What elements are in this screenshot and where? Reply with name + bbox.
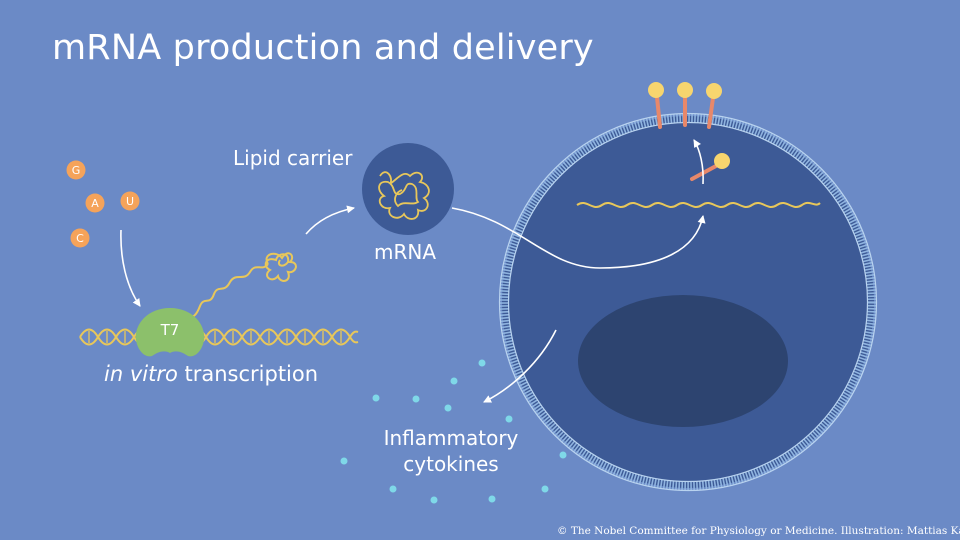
nucleotide-u-label: U (126, 195, 134, 208)
cytoplasm-mrna-strand (576, 201, 821, 208)
page-title: mRNA production and delivery (52, 28, 594, 68)
in-vitro-italic: in vitro (104, 362, 178, 386)
surface-protein (677, 82, 693, 98)
inflammatory-cytokines-label: Inflammatory cytokines (383, 426, 519, 476)
arrow-nucleotides-to-t7 (120, 229, 141, 307)
arrow-to-membrane (693, 139, 704, 185)
surface-protein (648, 82, 664, 98)
cell-membrane-inner (507, 121, 869, 483)
cell (498, 112, 878, 492)
nucleotide-g-label: G (72, 164, 81, 177)
cell-membrane-outer (498, 112, 878, 492)
translated-protein (690, 153, 730, 181)
transcribed-mrna-strand (181, 263, 269, 321)
transcription-text: transcription (177, 362, 319, 386)
surface-proteins (648, 82, 722, 129)
arrow-cytokine-release (483, 329, 557, 403)
lipid-carrier-label: Lipid carrier (233, 146, 353, 170)
arrow-into-cell (451, 207, 706, 269)
cell-membrane (499, 113, 877, 491)
dna-helix (79, 328, 359, 346)
mrna-label: mRNA (374, 240, 437, 264)
nucleotide-c-label: C (76, 232, 84, 245)
surface-protein (706, 83, 722, 99)
nucleus (578, 295, 788, 427)
credit-line: © The Nobel Committee for Physiology or … (557, 525, 960, 537)
arrow-to-lipid-carrier (305, 205, 355, 235)
cytokines (340, 359, 567, 504)
nucleotide-c (70, 228, 90, 248)
nucleotide-u (120, 191, 140, 211)
t7-label: T7 (160, 321, 180, 339)
folded-mrna (264, 252, 297, 282)
t7-polymerase: T7 (135, 308, 205, 357)
nucleotide-a-label: A (91, 197, 99, 210)
lipid-carrier (362, 143, 454, 235)
nucleotide-a (85, 193, 105, 213)
nucleotides: G A U C (66, 160, 140, 248)
in-vitro-transcription-label: in vitro transcription (104, 362, 318, 386)
nucleotide-g (66, 160, 86, 180)
arrows (120, 139, 706, 403)
